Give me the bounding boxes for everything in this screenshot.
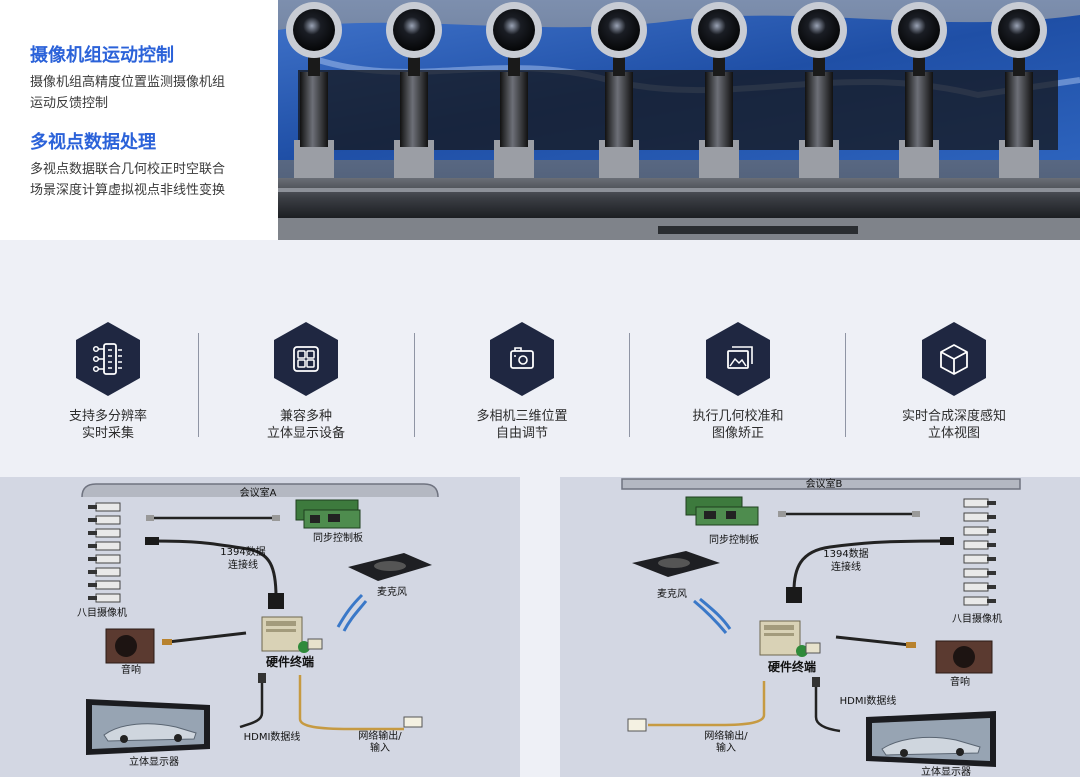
mic-cable (336, 593, 368, 632)
capability-label-line: 立体显示设备 (266, 426, 345, 441)
hdmi-cable (239, 673, 264, 729)
cable-1394 (792, 539, 945, 592)
top-section: 摄像机组运动控制 摄像机组高精度位置监测摄像机组 运动反馈控制 多视点数据处理 … (0, 0, 1080, 240)
hardware-terminal-image (261, 616, 323, 653)
camera-stack (87, 502, 121, 603)
divider (198, 333, 199, 437)
microphone-label: 麦克风 (657, 588, 687, 600)
sync-board-image (295, 499, 361, 529)
feature-desc-line: 多视点数据联合几何校正时空联合 (30, 162, 226, 177)
capability-item: 执行几何校准和 图像矫正 (630, 320, 846, 442)
capability-item: 支持多分辨率 实时采集 (0, 320, 216, 442)
display-image (866, 711, 996, 767)
capability-label-line: 多相机三维位置 (476, 409, 568, 424)
network-label: 输入 (370, 741, 390, 754)
camera-unit (286, 2, 342, 180)
camera-rig-photo (278, 0, 1080, 240)
capability-label-line: 自由调节 (495, 426, 548, 441)
capability-label: 多相机三维位置 自由调节 (414, 408, 630, 442)
capability-label-line: 支持多分辨率 (68, 409, 147, 424)
feature-motion-control: 摄像机组运动控制 摄像机组高精度位置监测摄像机组 运动反馈控制 (30, 44, 255, 114)
capability-label: 执行几何校准和 图像矫正 (630, 408, 846, 442)
connector-icon (268, 593, 284, 609)
sync-board-label: 同步控制板 (709, 533, 759, 546)
room-header-bar (81, 483, 439, 498)
hdmi-label: HDMI数据线 (244, 730, 301, 743)
capability-item: 多相机三维位置 自由调节 (414, 320, 630, 442)
capability-label-line: 立体视图 (927, 426, 980, 441)
room-label: 会议室A (240, 486, 277, 499)
capability-label-line: 实时采集 (81, 426, 134, 441)
divider (414, 333, 415, 437)
speaker-image (935, 640, 993, 674)
capability-item: 兼容多种 立体显示设备 (198, 320, 414, 442)
capability-label: 支持多分辨率 实时采集 (0, 408, 216, 442)
speaker-cable (167, 631, 247, 644)
feature-desc-line: 运动反馈控制 (30, 96, 109, 111)
diagram-room-a: 会议室A 八目摄像机 同步控制板 1394数据 连接线 (0, 477, 520, 777)
cable-1394-label: 连接线 (831, 560, 861, 573)
feature-desc-line: 场景深度计算虚拟视点非线性变换 (30, 183, 226, 198)
divider (629, 333, 630, 437)
diagram-room-b: 会议室B 同步控制板 1394数据 连接线 八目摄像机 (560, 477, 1080, 777)
connector-icon (786, 587, 802, 603)
speaker-image (105, 628, 155, 664)
feature-desc-line: 摄像机组高精度位置监测摄像机组 (30, 75, 226, 90)
room-label: 会议室B (806, 477, 843, 490)
speaker-cable (835, 635, 911, 647)
room-header-bar (621, 478, 1021, 490)
capability-label-line: 执行几何校准和 (692, 409, 784, 424)
feature-multiview-processing: 多视点数据处理 多视点数据联合几何校正时空联合 场景深度计算虚拟视点非线性变换 (30, 131, 255, 201)
image-correction-icon (706, 322, 770, 396)
microphone-label: 麦克风 (377, 586, 407, 598)
hardware-terminal-image (759, 620, 821, 657)
sync-board-image (685, 496, 759, 526)
display-label: 立体显示器 (129, 755, 179, 768)
capability-item: 实时合成深度感知 立体视图 (846, 320, 1062, 442)
network-cable (648, 681, 766, 727)
terminal-label: 硬件终端 (768, 659, 816, 674)
system-diagram-a: 会议室A 八目摄像机 同步控制板 1394数据 连接线 (77, 483, 439, 768)
feature-title: 多视点数据处理 (30, 132, 156, 153)
feature-title: 摄像机组运动控制 (30, 45, 174, 66)
feature-desc: 摄像机组高精度位置监测摄像机组 运动反馈控制 (30, 72, 255, 114)
network-cable (298, 675, 404, 731)
mic-cable (693, 597, 732, 634)
cable-1394-label: 1394数据 (220, 545, 265, 558)
capability-label-line: 兼容多种 (279, 409, 332, 424)
capability-label: 实时合成深度感知 立体视图 (846, 408, 1062, 442)
terminal-label: 硬件终端 (266, 654, 314, 669)
cable-1394-label: 连接线 (228, 558, 258, 571)
speaker-label: 音响 (950, 675, 970, 688)
hdmi-label: HDMI数据线 (840, 694, 897, 707)
system-diagram-b: 会议室B 同步控制板 1394数据 连接线 八目摄像机 (621, 477, 1021, 777)
display-image (86, 699, 210, 755)
cable-1394-label: 1394数据 (823, 547, 868, 560)
microphone-image (632, 551, 720, 577)
cable-1394 (149, 539, 278, 598)
divider (845, 333, 846, 437)
hdmi-cable (814, 677, 841, 733)
cameras-label: 八目摄像机 (952, 612, 1002, 625)
camera-stack (963, 498, 997, 606)
capability-label-line: 实时合成深度感知 (901, 409, 1006, 424)
speaker-label: 音响 (121, 663, 141, 676)
camera-array-icon (76, 322, 140, 396)
feature-desc: 多视点数据联合几何校正时空联合 场景深度计算虚拟视点非线性变换 (30, 159, 255, 201)
cube-icon (922, 322, 986, 396)
camera-rig-illustration (278, 0, 1080, 240)
network-label: 输入 (716, 741, 736, 754)
capability-label-line: 图像矫正 (711, 426, 764, 441)
grid-display-icon (274, 322, 338, 396)
camera-icon (490, 322, 554, 396)
capability-label: 兼容多种 立体显示设备 (198, 408, 414, 442)
display-label: 立体显示器 (921, 765, 971, 777)
cameras-label: 八目摄像机 (77, 606, 127, 619)
sync-board-label: 同步控制板 (313, 531, 363, 544)
microphone-image (348, 553, 432, 581)
network-label: 网络输出/ (704, 729, 748, 742)
capability-row: 支持多分辨率 实时采集 兼容多种 立体显示设备 (0, 300, 1080, 460)
network-label: 网络输出/ (358, 729, 402, 742)
